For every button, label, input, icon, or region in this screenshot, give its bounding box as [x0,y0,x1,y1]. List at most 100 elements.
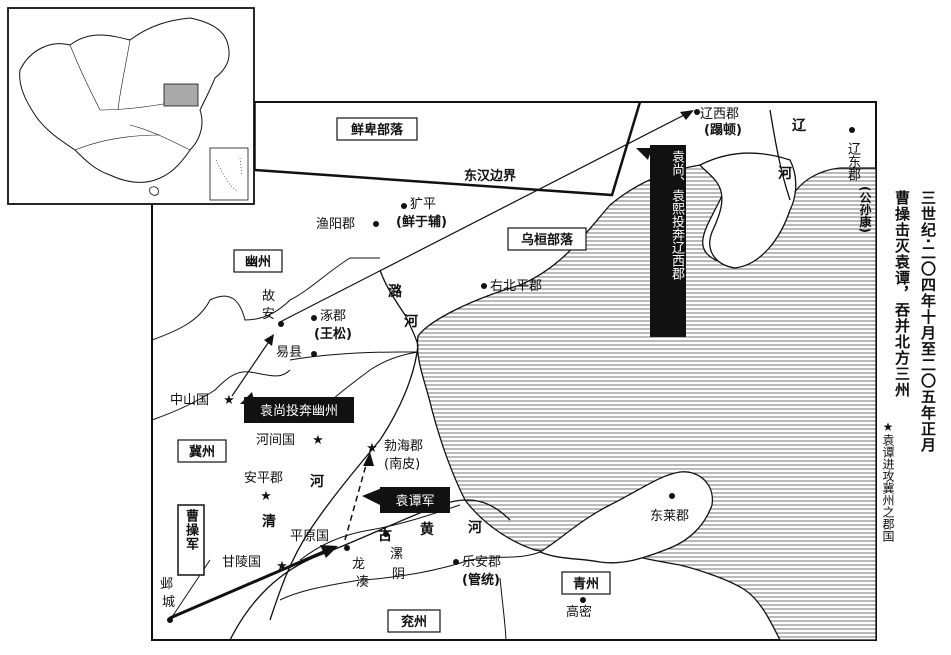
place-lean-ruler: (管统) [462,572,500,588]
region-label-xianbei: 鲜卑部落 [351,122,404,138]
route-arrowhead [680,110,694,120]
province-boundary [279,551,541,601]
region-box-youzhou [233,249,283,273]
region-label-qingzhou: 青州 [573,576,599,592]
province-boundary [151,257,380,341]
river-lu [379,269,419,346]
river-gu-huanghe [229,499,511,641]
place-yecheng-1: 邺 [160,577,173,592]
star-marker: ★ [260,489,272,504]
place-zhuojun-ruler: (王松) [314,326,352,342]
star-marker: ★ [276,559,288,574]
title-line1: 三世纪·二〇四年十月至二〇五年正月 [919,190,937,453]
callout-pointer [636,148,652,160]
callout-pointer [362,488,382,506]
place-longcou-2: 凑 [356,575,369,590]
place-dot [311,351,317,357]
place-longcou-1: 龙 [352,557,365,572]
han-border [254,101,642,197]
place-ganling: 甘陵国 [222,555,261,570]
callout-yuanshang-xi-liaoxi-text: 袁尚、袁熙投奔辽西郡 [669,150,684,280]
place-dot [383,531,389,537]
han-border-label: 东汉边界 [464,168,516,184]
yuanshang-route-line [231,339,271,397]
shandong-peninsula [538,471,713,564]
place-hejian: 河间国 [256,433,295,448]
inset-province-lines [69,39,191,151]
place-dot [373,221,379,227]
place-dot [167,617,173,623]
place-dot [849,127,855,133]
place-pingyuan: 平原国 [290,529,329,544]
star-marker: ★ [223,393,235,408]
place-bohai-sub: (南皮) [384,456,420,472]
place-yuyang: 渔阳郡 [316,217,355,232]
river-label-lu-1: 潞 [388,283,403,300]
callout-cao-army-text: 曹操军 [183,509,198,551]
title-legend: ★袁谭进攻冀州之郡国 [881,420,895,542]
place-dot [311,315,317,321]
region-box-wuhuan [507,227,587,251]
place-guangping: 犷平 [410,197,436,212]
place-yixian: 易县 [276,345,302,360]
region-label-jizhou: 冀州 [189,444,215,460]
callout-cao-army [177,504,205,576]
place-yecheng-2: 城 [162,595,175,610]
inset-highlight [163,83,199,107]
place-dot [669,493,675,499]
cao-route-line [169,548,329,620]
callout-yuantan-army-label: 袁谭军 [395,494,434,509]
place-dot [694,109,700,115]
place-gaomi: 高密 [566,604,592,620]
river-label-gu: 古 [378,527,392,544]
inset-south-sea-dots [215,157,243,193]
region-label-yanzhou: 兖州 [401,614,427,630]
place-lean: 乐安郡 [462,555,501,570]
place-guan-2: 安 [262,307,275,322]
yuanshang-route-arrowhead [264,334,274,346]
place-anping: 安平郡 [244,471,283,486]
place-zhuojun: 涿郡 [320,309,346,324]
place-bohai: 勃海郡 [384,439,423,454]
place-liaodong-ruler-text: (公孙康) [858,186,872,233]
cao-route-arrowhead [320,545,338,558]
river-label-lu-2: 河 [404,313,418,330]
place-dot [344,545,350,551]
inset-island [149,186,159,196]
place-liaoxi: 辽西郡 [700,107,739,122]
river-label-huang: 黄 [420,521,434,538]
place-taiyin-1: 漯 [390,547,403,562]
river-liao [769,109,791,201]
yuantan-route-line [344,457,369,541]
place-dot [580,597,586,603]
place-dot [481,283,487,289]
province-boundary [299,504,461,561]
place-guangping-ruler: (鲜于辅) [396,214,447,230]
sea-area [416,164,877,641]
place-liaoxi-ruler: (蹋顿) [704,122,742,138]
liaodong-peninsula [699,152,797,269]
star-marker: ★ [312,433,324,448]
region-box-qingzhou [561,571,611,595]
region-box-jizhou [177,439,227,463]
river-small [289,351,418,361]
place-dot [453,559,459,565]
province-boundary [499,577,507,641]
route-line [279,111,691,323]
place-dot [401,203,407,209]
river-label-liao-1: 辽 [792,118,807,134]
place-taiyin-2: 阴 [392,567,405,582]
region-label-youzhou: 幽州 [245,255,271,270]
river-label-liao-2: 河 [778,165,792,182]
title-line2: 曹操击灭袁谭，吞并北方三州 [893,190,911,398]
river-label-he: 河 [468,519,482,536]
callout-yuanshang-youzhou [244,397,354,423]
place-donglai: 东莱郡 [650,509,689,524]
river-label-qing-1: 河 [310,473,324,490]
place-dot [278,321,284,327]
place-liaodong-text: 辽东郡 [845,142,860,181]
place-youbeiping: 右北平郡 [490,279,542,294]
callout-yuanshang-youzhou-label: 袁尚投奔幽州 [260,403,338,419]
yuantan-route-arrowhead [363,452,374,466]
